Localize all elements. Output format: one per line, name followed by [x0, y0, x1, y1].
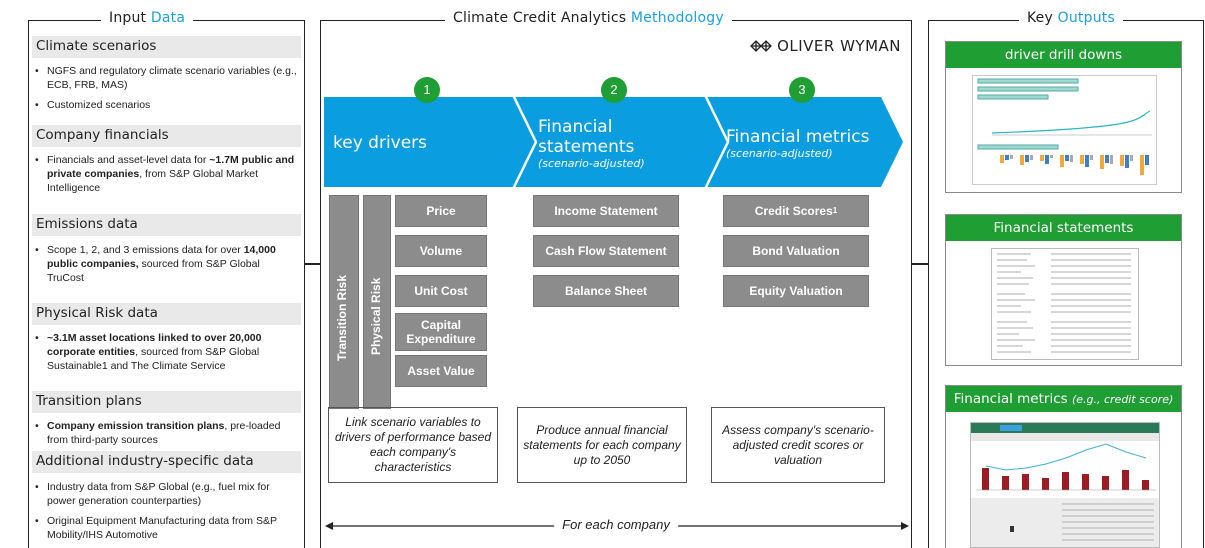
methodology-panel: Climate Credit Analytics Methodology OLI…	[320, 10, 912, 548]
process-chevrons	[324, 97, 903, 187]
bullet-item: Customized scenarios	[33, 98, 298, 112]
key-outputs-panel: Key Outputs driver drill downs Financial…	[928, 10, 1204, 548]
output-card-financial-statements: Financial statements	[945, 214, 1182, 366]
step-description: Link scenario variables to drivers of pe…	[328, 407, 498, 483]
chevron-step-3	[707, 97, 903, 187]
step-number-badge: 3	[789, 77, 815, 103]
bullet-item: Original Equipment Manufacturing data fr…	[33, 514, 298, 542]
section-body-industry-data: Industry data from S&P Global (e.g., fue…	[33, 480, 298, 548]
chevron-step-1	[324, 97, 535, 187]
methodology-title: Climate Credit Analytics Methodology	[445, 10, 732, 26]
logo-mark-icon	[750, 40, 772, 52]
step-title: Financial metrics (scenario-adjusted)	[726, 127, 870, 160]
step-number-badge: 1	[414, 77, 440, 103]
step-description: Assess company's scenario-adjusted credi…	[711, 407, 885, 483]
oliver-wyman-logo: OLIVER WYMAN	[750, 37, 901, 55]
step-description: Produce annual financial statements for …	[517, 407, 687, 483]
statement-box: Balance Sheet	[533, 275, 679, 307]
step-title: key drivers	[333, 133, 428, 153]
driver-box: Asset Value	[395, 355, 487, 387]
physical-risk-label: Physical Risk	[369, 277, 383, 355]
connector-line	[912, 263, 929, 265]
chevron-step-2	[515, 97, 727, 187]
bullet-item: NGFS and regulatory climate scenario var…	[33, 64, 298, 92]
driver-box: Price	[395, 195, 487, 227]
driver-drilldown-thumbnail	[972, 75, 1157, 185]
statement-box: Income Statement	[533, 195, 679, 227]
section-body-transition-plans: Company emission transition plans, pre-l…	[33, 419, 298, 453]
bullet-item: Scope 1, 2, and 3 emissions data for ove…	[33, 243, 298, 285]
driver-box: Volume	[395, 235, 487, 267]
transition-risk-bar	[329, 195, 359, 409]
driver-box: Unit Cost	[395, 275, 487, 307]
output-card-title: Financial statements	[946, 215, 1181, 241]
step-title: Financial statements (scenario-adjusted)	[538, 117, 645, 170]
financial-statements-thumbnail	[991, 248, 1139, 360]
section-body-emissions-data: Scope 1, 2, and 3 emissions data for ove…	[33, 243, 298, 291]
output-card-title: driver drill downs	[946, 42, 1181, 68]
connector-line	[305, 263, 321, 265]
statement-box: Cash Flow Statement	[533, 235, 679, 267]
for-each-company-arrow: For each company	[321, 516, 911, 536]
metric-box: Bond Valuation	[723, 235, 869, 267]
transition-risk-label: Transition Risk	[335, 274, 349, 361]
section-body-company-financials: Financials and asset-level data for ~1.7…	[33, 153, 298, 201]
bullet-item: Industry data from S&P Global (e.g., fue…	[33, 480, 298, 508]
section-heading-industry-data: Additional industry-specific data	[32, 451, 301, 473]
section-heading-company-financials: Company financials	[32, 125, 301, 147]
input-data-panel: Input Data Climate scenarios NGFS and re…	[28, 10, 305, 548]
financial-metrics-thumbnail	[970, 422, 1160, 548]
bullet-item: ~3.1M asset locations linked to over 20,…	[33, 331, 298, 373]
key-outputs-title: Key Outputs	[1019, 10, 1123, 26]
output-card-financial-metrics: Financial metrics (e.g., credit score)	[945, 385, 1182, 548]
driver-box: Capital Expenditure	[395, 313, 487, 351]
output-card-title: Financial metrics (e.g., credit score)	[946, 386, 1181, 412]
section-body-physical-risk-data: ~3.1M asset locations linked to over 20,…	[33, 331, 298, 379]
input-data-title: Input Data	[101, 10, 194, 26]
bullet-item: Company emission transition plans, pre-l…	[33, 419, 298, 447]
bullet-item: Financials and asset-level data for ~1.7…	[33, 153, 298, 195]
section-heading-emissions-data: Emissions data	[32, 214, 301, 236]
step-number-badge: 2	[601, 77, 627, 103]
section-heading-transition-plans: Transition plans	[32, 391, 301, 413]
section-heading-climate-scenarios: Climate scenarios	[32, 36, 301, 58]
physical-risk-bar	[363, 195, 391, 409]
for-each-company-label: For each company	[554, 517, 678, 532]
section-body-climate-scenarios: NGFS and regulatory climate scenario var…	[33, 64, 298, 118]
metric-box: Equity Valuation	[723, 275, 869, 307]
output-card-driver-drill-downs: driver drill downs	[945, 41, 1182, 193]
section-heading-physical-risk-data: Physical Risk data	[32, 303, 301, 325]
